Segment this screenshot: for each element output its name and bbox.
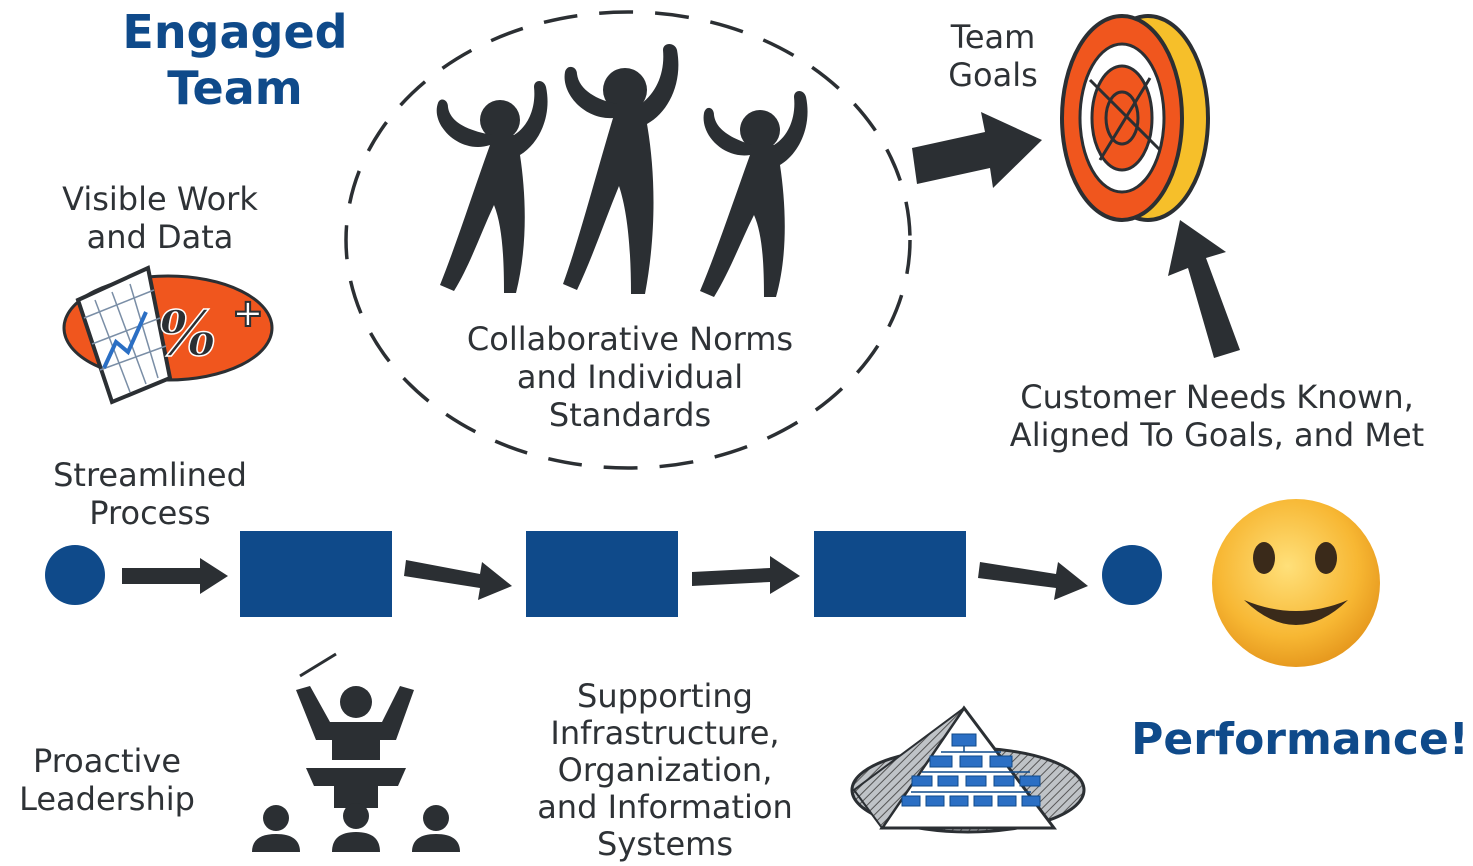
performance-title: Performance! bbox=[1131, 714, 1469, 765]
supporting-infrastructure-label: Supporting Infrastructure, Organization,… bbox=[537, 677, 793, 863]
arrow-to-goals bbox=[912, 112, 1042, 188]
process-step-2 bbox=[526, 531, 678, 617]
proactive-leadership-label: Proactive Leadership bbox=[19, 742, 195, 818]
engaged-team-title: Engaged Team bbox=[122, 5, 348, 115]
smiley-icon bbox=[1212, 499, 1380, 667]
conductor-icon bbox=[252, 652, 460, 852]
svg-text:%: % bbox=[158, 297, 217, 370]
customer-needs-label: Customer Needs Known, Aligned To Goals, … bbox=[1009, 378, 1425, 454]
streamlined-process-label: Streamlined Process bbox=[53, 456, 247, 532]
process-arrow-1 bbox=[122, 558, 228, 594]
collaborative-norms-label: Collaborative Norms and Individual Stand… bbox=[466, 320, 794, 434]
svg-text:+: + bbox=[232, 291, 264, 335]
org-pyramid-icon bbox=[850, 705, 1086, 834]
target-icon bbox=[1060, 14, 1210, 222]
process-arrow-2 bbox=[404, 560, 512, 600]
visible-work-label: Visible Work and Data bbox=[62, 180, 258, 256]
team-figures-icon bbox=[436, 44, 808, 297]
team-dashed-circle bbox=[344, 10, 912, 470]
team-goals-label: Team Goals bbox=[948, 18, 1038, 94]
process-end-node bbox=[1102, 545, 1162, 605]
process-start-node bbox=[45, 545, 105, 605]
arrow-customer-to-goals bbox=[1168, 220, 1240, 358]
process-arrow-4 bbox=[978, 562, 1088, 600]
process-arrow-3 bbox=[692, 556, 800, 594]
process-step-3 bbox=[814, 531, 966, 617]
process-step-1 bbox=[240, 531, 392, 617]
chart-percent-icon: % + bbox=[62, 265, 274, 405]
process-flow bbox=[45, 531, 1162, 617]
